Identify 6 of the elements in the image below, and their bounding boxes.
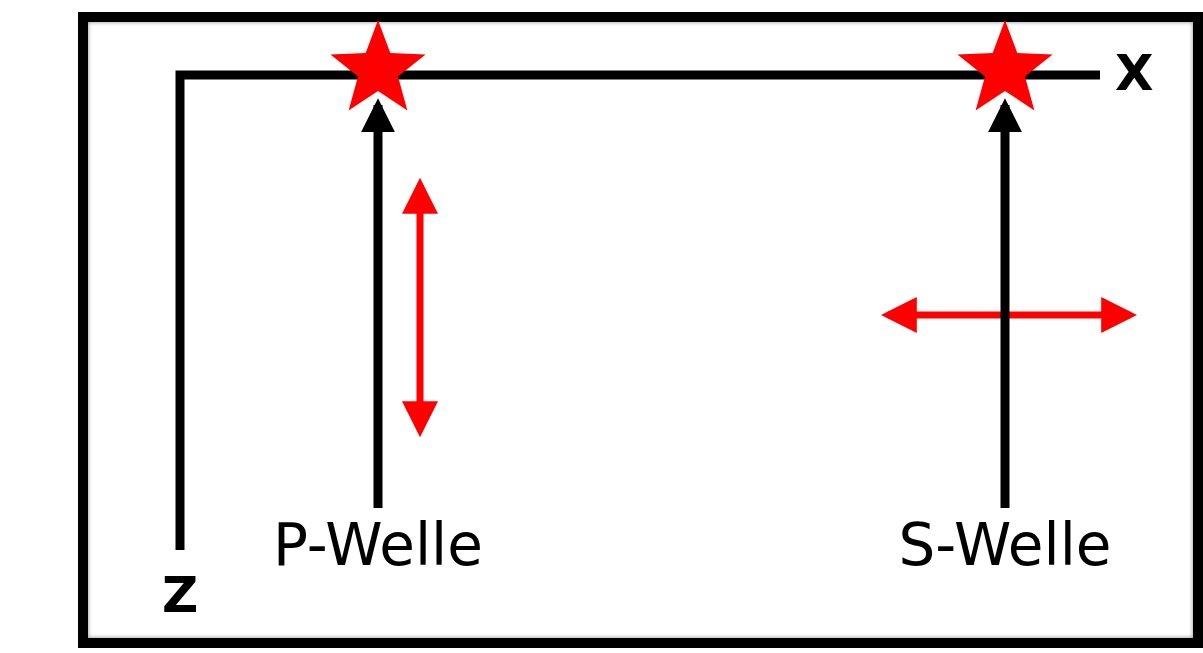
wave-label: P-Welle: [273, 516, 483, 574]
wave-label: S-Welle: [898, 516, 1112, 574]
axis-label: X: [1115, 48, 1154, 98]
axis-label: Z: [162, 570, 199, 620]
arrow: [361, 98, 395, 508]
arrow: [988, 98, 1022, 508]
